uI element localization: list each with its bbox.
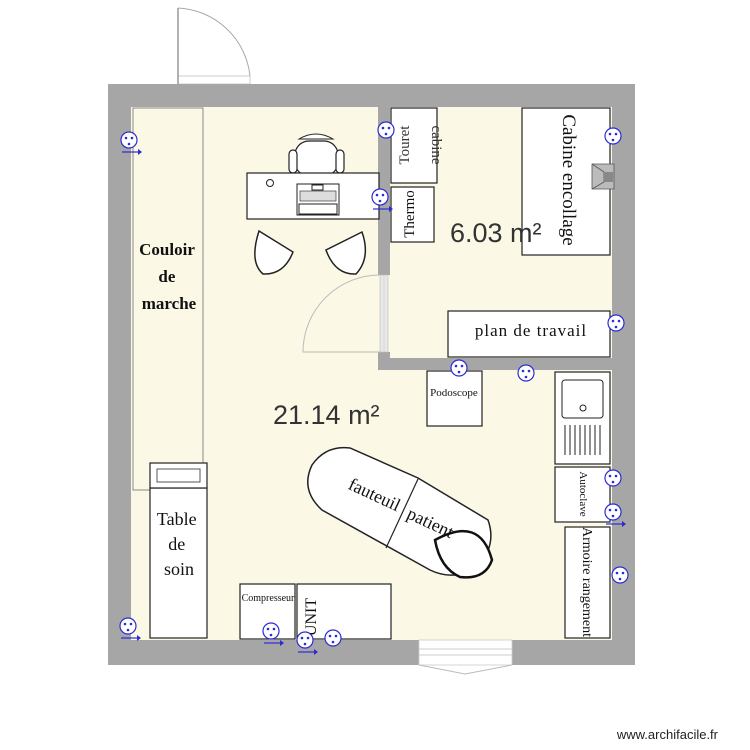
power-outlet-icon — [371, 188, 393, 212]
power-outlet-icon — [611, 566, 629, 584]
chair-left — [254, 229, 294, 275]
unit-label: UNIT — [303, 598, 320, 636]
podoscope-label: Podoscope — [430, 387, 478, 399]
power-outlet-icon — [296, 631, 318, 655]
autoclave — [554, 466, 611, 523]
power-outlet-icon — [450, 359, 468, 377]
mouse-icon — [266, 179, 274, 187]
power-outlet-icon — [119, 617, 141, 641]
power-outlet-icon — [607, 314, 625, 332]
podoscope — [426, 370, 483, 427]
power-outlet-icon — [604, 127, 622, 145]
table-soin-label-2: de — [168, 534, 185, 554]
table-soin-label-1: Table — [157, 509, 197, 529]
power-outlet-icon — [604, 469, 622, 487]
power-outlet-icon — [120, 131, 142, 155]
interior-door[interactable] — [302, 274, 389, 353]
chair-right — [325, 230, 367, 275]
table-de-soin: Table de soin — [149, 462, 208, 639]
sink[interactable] — [554, 371, 611, 465]
touret-cabine — [390, 107, 438, 184]
interior-wall-horizontal — [378, 358, 612, 370]
autoclave-label: Autoclave — [577, 471, 589, 516]
thermo — [390, 186, 435, 243]
room-area-main: 21.14 m² — [273, 400, 380, 430]
thermo-label: Thermo — [402, 190, 418, 237]
entry-door-top[interactable] — [177, 7, 251, 85]
power-outlet-icon — [377, 121, 395, 139]
touret-label: Touret — [397, 125, 413, 165]
outlets — [119, 121, 629, 655]
desk — [246, 133, 380, 220]
compresseur-label: Compresseur — [242, 593, 295, 604]
power-outlet-icon — [324, 629, 342, 647]
table-soin-label-3: soin — [164, 559, 194, 579]
svg-text:Table de soin: Table de soin — [157, 509, 201, 579]
cabine-label: cabine — [428, 125, 444, 164]
room-area-small: 6.03 m² — [450, 218, 542, 248]
plan-de-travail-label: plan de travail — [475, 321, 587, 340]
couloir-label-1: Couloir — [139, 240, 195, 259]
window-bottom — [418, 639, 513, 675]
armoire-rangement — [564, 526, 611, 639]
svg-text:Couloir de marche: Couloir de marche — [139, 240, 199, 313]
power-outlet-icon — [604, 503, 626, 527]
extractor-icon — [591, 163, 615, 190]
couloir-label-3: marche — [142, 294, 197, 313]
power-outlet-icon — [262, 622, 284, 646]
plan-de-travail — [447, 310, 611, 358]
armoire-label: Armoire rangement — [579, 527, 594, 637]
fauteuil-patient: fauteuil patient — [307, 446, 494, 579]
watermark: www.archifacile.fr — [616, 727, 718, 742]
power-outlet-icon — [517, 364, 535, 382]
cabine-encollage-label: Cabine encollage — [558, 114, 579, 245]
couloir-label-2: de — [158, 267, 175, 286]
unit — [296, 583, 392, 640]
